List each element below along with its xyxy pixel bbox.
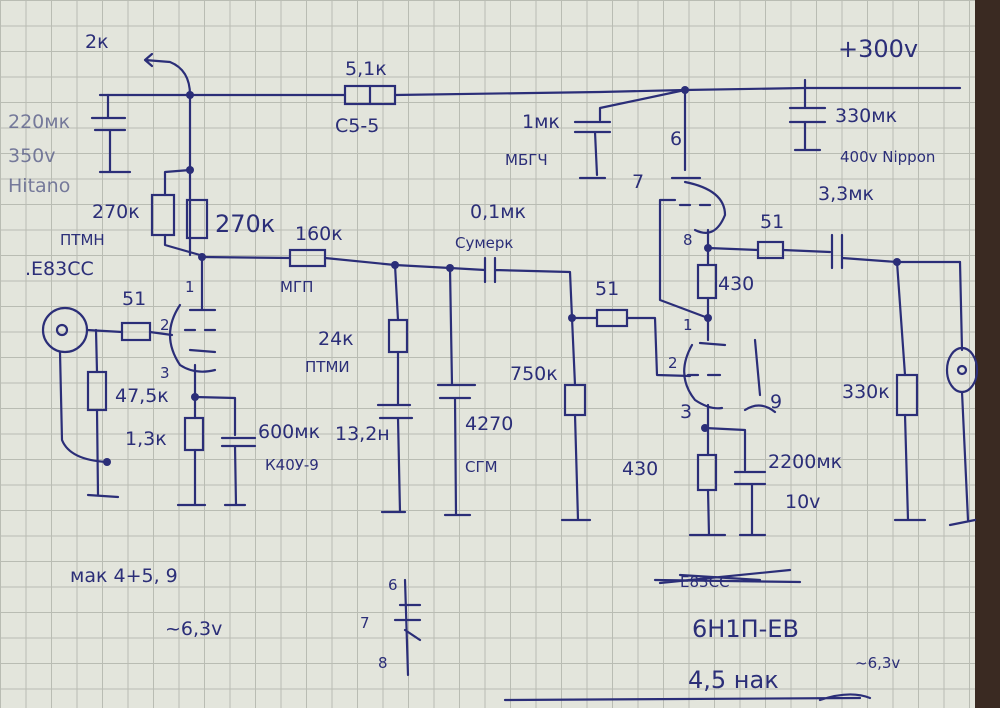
label-supply: +300v [838, 35, 918, 63]
tube-1-triode [169, 255, 217, 397]
label-c-filter1-volt: 350v [8, 145, 56, 167]
label-c-4270: 4270 [465, 413, 513, 435]
label-r-out: 51 [760, 211, 784, 233]
label-c-filter1-val: 220мк [8, 111, 70, 133]
label-r-24-type: ПТМИ [305, 358, 350, 376]
bottom-scribble [503, 693, 872, 702]
input-jack[interactable] [41, 306, 89, 354]
label-pot: 2к [85, 31, 109, 53]
label-r-430-bot: 430 [622, 458, 658, 480]
label-note-heater3: ~6,3v [855, 654, 900, 672]
label-pin2g: 2 [668, 354, 678, 372]
heater-pinout-sketch [393, 578, 422, 677]
label-c-1mk-type: МБГЧ [505, 151, 548, 169]
label-note-current: 4,5 нак [688, 666, 779, 694]
label-pin8: 8 [683, 231, 693, 249]
label-c-filter1-brand: Hitano [8, 175, 70, 197]
label-c-out: 3,3мк [818, 183, 874, 205]
label-c-cath1-type: К40У-9 [265, 456, 319, 474]
label-c-1mk: 1мк [522, 111, 560, 133]
label-pin7: 7 [632, 171, 644, 193]
filter-capacitor-220 [90, 93, 132, 174]
label-r-cath1: 1,3к [125, 428, 167, 450]
label-pinout-7: 7 [360, 614, 370, 632]
label-pinout-6: 6 [388, 576, 398, 594]
strikethrough [653, 568, 802, 585]
tube-2-double-triode [573, 88, 777, 537]
label-pin2b: 1 [683, 316, 693, 334]
label-c-cath1-val: 600мк [258, 421, 320, 443]
label-r-input: 47,5к [115, 385, 169, 407]
label-pin2k: 3 [680, 401, 692, 423]
label-pin2: 2 [160, 316, 170, 334]
label-r-750: 750к [510, 363, 558, 385]
output-jack[interactable] [945, 346, 979, 394]
label-c-330-type: 400v Nippon [840, 148, 935, 166]
input-network [58, 321, 174, 499]
label-c-coupling: 0,1мк [470, 201, 526, 223]
label-tube2: 6Н1П-ЕВ [692, 615, 799, 643]
label-r-plate1a: 270к [92, 201, 140, 223]
filter-capacitor-330 [788, 78, 827, 152]
label-r-plate1-type: ПТМН [60, 231, 105, 249]
plate-resistors-270k [150, 93, 209, 261]
label-pinout-8: 8 [378, 654, 388, 672]
label-r-supply-type: С5-5 [335, 115, 379, 137]
label-pin1: 1 [185, 278, 195, 296]
label-pin9: 9 [770, 391, 782, 413]
label-c-4270-type: СГМ [465, 458, 498, 476]
cathode-network-1 [176, 393, 257, 507]
label-c-2200-volt: 10v [785, 491, 820, 513]
label-r-plate1b: 270к [215, 210, 275, 238]
label-r-430-top: 430 [718, 273, 754, 295]
potentiometer-arrow [143, 52, 192, 97]
label-pin6: 6 [670, 128, 682, 150]
label-c-coupling-type: Сумерк [455, 234, 513, 252]
graph-paper [0, 0, 975, 708]
label-pin3: 3 [160, 364, 170, 382]
label-c-330-val: 330мк [835, 105, 897, 127]
paper-edge [975, 0, 1000, 708]
label-c-132: 13,2н [335, 423, 390, 445]
label-r-grid2: 51 [595, 278, 619, 300]
label-r-160: 160к [295, 223, 343, 245]
label-r-supply: 5,1к [345, 58, 387, 80]
label-r-24: 24к [318, 328, 354, 350]
label-tube1: .E83CC [25, 258, 94, 280]
supply-rail [98, 84, 962, 106]
label-r-grid1: 51 [122, 288, 146, 310]
label-note-heater2: ~6,3v [165, 618, 222, 640]
label-r-160-type: МГП [280, 278, 313, 296]
label-c-2200-val: 2200мк [768, 451, 842, 473]
output-network [706, 233, 977, 527]
interstage-network [200, 248, 692, 522]
label-note-heater1: мак 4+5, 9 [70, 565, 178, 587]
label-tube-struck: E83CC [680, 573, 730, 591]
label-r-330: 330к [842, 381, 890, 403]
